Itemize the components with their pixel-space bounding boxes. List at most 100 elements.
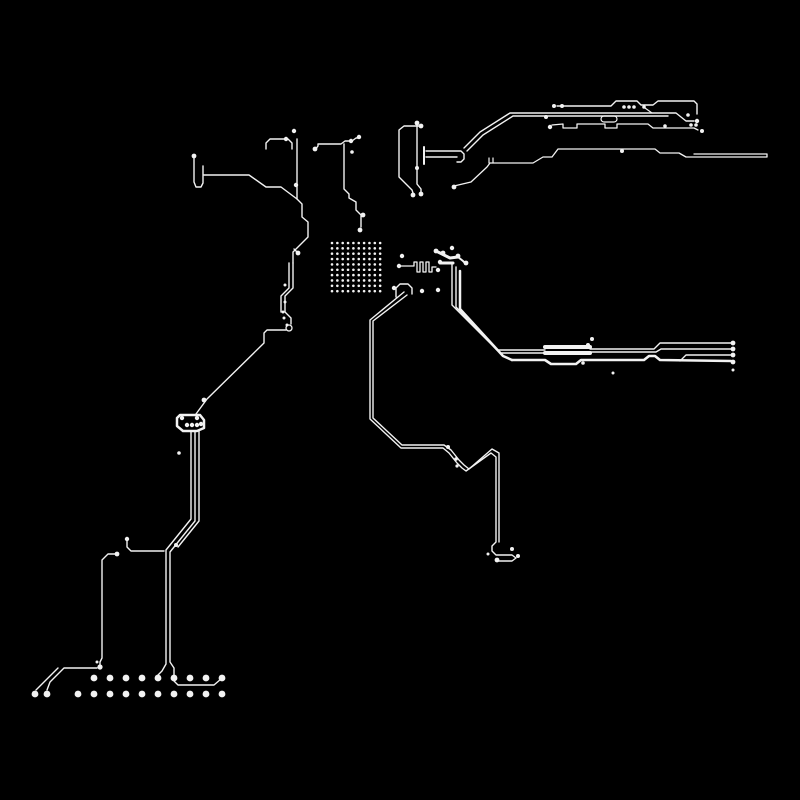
pad-dot — [414, 120, 420, 126]
connector-pad — [170, 690, 178, 698]
trace — [400, 261, 437, 273]
trace — [679, 354, 732, 362]
bga-grid-dot — [330, 284, 334, 288]
pad-dot — [356, 134, 362, 140]
bga-grid-dot — [336, 268, 339, 272]
bga-grid-dot — [330, 273, 334, 277]
pad-dot — [198, 421, 204, 427]
bga-grid-dot — [346, 252, 350, 255]
bga-grid-dot — [336, 252, 339, 255]
pad-dot — [396, 263, 402, 269]
pad-dot — [731, 368, 735, 372]
bga-grid-dot — [330, 279, 334, 282]
connector-pad — [202, 690, 210, 698]
pad-dot — [627, 105, 631, 109]
pad-dot — [419, 288, 425, 294]
trace — [556, 100, 698, 115]
pad-dot — [179, 415, 185, 421]
trace — [193, 156, 204, 188]
pad-dot — [282, 316, 286, 320]
pad-dot — [510, 547, 514, 551]
pad-dot — [700, 129, 704, 133]
bga-grid-dot — [378, 284, 382, 288]
bga-grid-dot — [378, 247, 382, 250]
pad-dot — [494, 557, 500, 563]
bga-grid-dot — [352, 273, 355, 277]
connector-pad — [74, 690, 82, 698]
pad-dot — [730, 359, 736, 365]
bga-grid-dot — [362, 268, 366, 272]
bga-grid-dot — [378, 289, 382, 293]
trace — [451, 262, 546, 351]
bga-grid-dot — [341, 241, 345, 245]
pad-dot — [454, 457, 458, 461]
trace — [343, 143, 362, 228]
trace — [644, 107, 653, 114]
trace — [169, 430, 222, 686]
bga-grid-dot — [352, 284, 355, 288]
connector-pad — [154, 690, 162, 698]
bga-grid-dot — [373, 279, 377, 282]
pad-dot — [611, 371, 615, 375]
pad-dot — [455, 253, 461, 259]
trace — [398, 125, 422, 194]
bga-grid-dot — [352, 241, 355, 245]
pad-dot — [463, 260, 469, 266]
pad-dot — [281, 310, 285, 314]
pad-dot — [415, 166, 419, 170]
pad-dot — [451, 184, 457, 190]
trace — [416, 124, 422, 194]
bga-grid-dot — [330, 268, 334, 272]
pad-dot — [486, 552, 490, 556]
bga-grid-dot — [346, 284, 350, 288]
pad-dot — [184, 422, 190, 428]
pad-dot — [694, 118, 700, 124]
bga-grid-dot — [362, 252, 366, 255]
bga-grid-dot — [336, 241, 339, 245]
bga-grid-dot — [378, 279, 382, 282]
bga-grid-dot — [362, 247, 366, 250]
pad-dot — [642, 105, 646, 109]
bga-grid-dot — [378, 252, 382, 255]
pad-dot — [730, 346, 736, 352]
pad-dot — [446, 445, 450, 449]
pad-dot — [620, 149, 624, 153]
bga-grid-dot — [378, 257, 382, 261]
trace — [466, 115, 669, 152]
trace — [314, 137, 361, 151]
pad-dot — [357, 227, 363, 233]
bga-grid-dot — [341, 284, 345, 288]
pad-dot — [312, 146, 318, 152]
trace — [455, 266, 546, 354]
bga-grid-dot — [357, 241, 361, 245]
pad-dot — [348, 138, 354, 144]
bga-grid-dot — [373, 273, 377, 277]
pad-dot — [686, 113, 690, 117]
pad-dot — [31, 690, 39, 698]
trace — [177, 430, 200, 548]
pad-dot — [194, 422, 200, 428]
pad-dot — [283, 283, 287, 287]
bga-grid-dot — [330, 252, 334, 255]
pad-dot — [97, 664, 103, 670]
pad-dot — [435, 287, 441, 293]
bga-grid-dot — [357, 268, 361, 272]
pad-dot — [455, 464, 459, 468]
bga-grid-dot — [373, 247, 377, 250]
bga-grid-dot — [378, 263, 382, 266]
trace — [369, 291, 517, 562]
bga-grid-dot — [368, 273, 371, 277]
bga-grid-dot — [336, 263, 339, 266]
pad-dot — [730, 352, 736, 358]
pad-dot — [293, 182, 299, 188]
pad-dot — [689, 123, 693, 127]
bga-grid-dot — [352, 263, 355, 266]
trace — [510, 354, 733, 366]
bga-grid-dot — [346, 289, 350, 293]
bga-grid-dot — [341, 279, 345, 282]
pad-dot — [391, 285, 397, 291]
bga-grid-dot — [336, 284, 339, 288]
bga-grid-dot — [373, 289, 377, 293]
bga-grid-dot — [362, 289, 366, 293]
bga-grid-dot — [346, 263, 350, 266]
